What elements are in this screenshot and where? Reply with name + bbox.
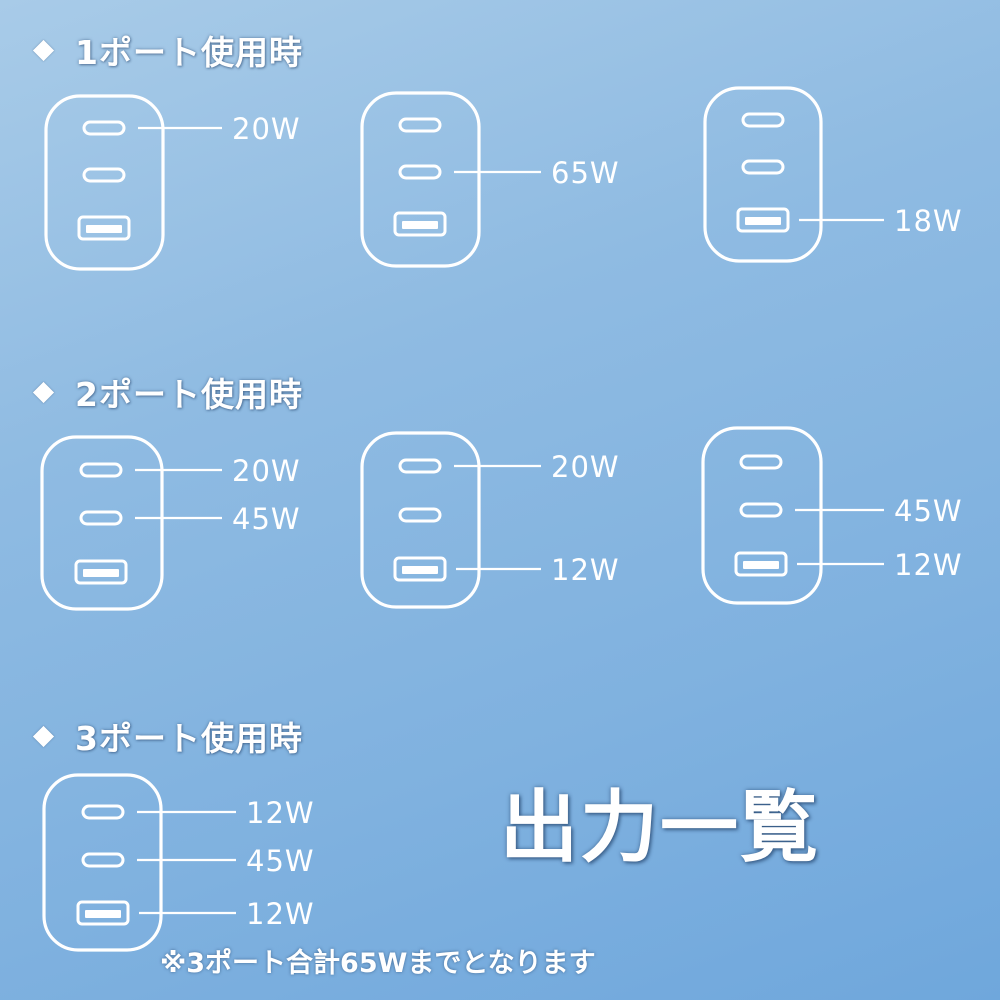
watt-label: 65W: [551, 156, 620, 190]
usb-c-port-icon: [398, 507, 442, 523]
usb-c-port-icon: [741, 159, 785, 175]
charger-s1-1: 20W: [44, 94, 301, 271]
usb-a-port-tongue: [402, 566, 438, 574]
usb-c-port-icon: [81, 804, 125, 820]
section-heading-text: 1ポート使用時: [75, 33, 303, 72]
watt-label: 45W: [894, 494, 963, 528]
main-title: 出力一覧: [500, 783, 821, 873]
section-heading-3port: 3ポート使用時: [28, 716, 303, 758]
usb-a-port-icon: [393, 211, 447, 237]
usb-c-port-icon: [82, 167, 126, 183]
usb-a-port-icon: [736, 207, 790, 233]
usb-c-port-icon: [81, 852, 125, 868]
watt-label: 45W: [246, 844, 315, 878]
watt-label: 12W: [894, 548, 963, 582]
usb-a-port-icon: [393, 556, 447, 582]
usb-a-port-icon: [734, 551, 788, 577]
charger-outline: [360, 431, 481, 609]
watt-label: 20W: [551, 450, 620, 484]
usb-a-port-tongue: [85, 910, 121, 918]
section-heading-1port: 1ポート使用時: [28, 30, 303, 72]
charger-s1-3: 18W: [703, 86, 963, 263]
usb-c-port-icon: [739, 502, 783, 518]
section-heading-2port: 2ポート使用時: [28, 372, 303, 414]
usb-a-port-tongue: [745, 217, 781, 225]
usb-c-port-icon: [398, 117, 442, 133]
usb-a-port-icon: [77, 215, 131, 241]
charger-s2-2: 20W 12W: [360, 431, 620, 609]
charger-s1-2: 65W: [360, 91, 620, 268]
charger-outline: [40, 435, 164, 611]
watt-label: 45W: [232, 502, 301, 536]
usb-c-port-icon: [79, 462, 123, 478]
charger-s2-3: 45W 12W: [701, 426, 963, 605]
usb-a-port-tongue: [743, 561, 779, 569]
usb-c-port-icon: [398, 164, 442, 180]
watt-label: 20W: [232, 454, 301, 488]
watt-label: 12W: [246, 897, 315, 931]
usb-c-port-icon: [739, 454, 783, 470]
footnote: ※3ポート合計65Wまでとなります: [160, 948, 596, 979]
usb-c-port-icon: [398, 458, 442, 474]
charger-outline: [360, 91, 481, 268]
charger-outline: [44, 94, 165, 271]
usb-a-port-icon: [76, 900, 130, 926]
usb-a-port-icon: [74, 559, 128, 585]
usb-a-port-tongue: [86, 225, 122, 233]
usb-a-port-tongue: [83, 569, 119, 577]
usb-c-port-icon: [741, 112, 785, 128]
charger-s3-1: 12W 45W 12W: [42, 773, 315, 952]
usb-a-port-tongue: [402, 221, 438, 229]
watt-label: 12W: [246, 796, 315, 830]
usb-c-port-icon: [82, 120, 126, 136]
watt-label: 18W: [894, 204, 963, 238]
usb-c-port-icon: [79, 510, 123, 526]
charger-outline: [42, 773, 163, 952]
charger-outline: [703, 86, 823, 263]
charger-outline: [701, 426, 823, 605]
watt-label: 12W: [551, 553, 620, 587]
section-heading-text: 2ポート使用時: [75, 375, 303, 414]
section-heading-text: 3ポート使用時: [75, 719, 303, 758]
watt-label: 20W: [232, 112, 301, 146]
